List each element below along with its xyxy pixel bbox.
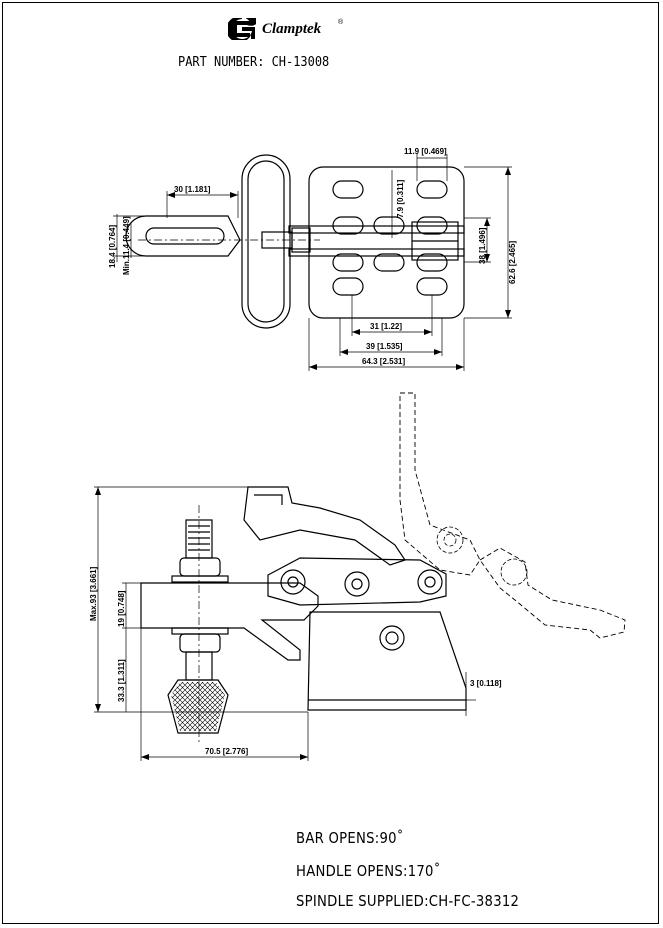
hex-nut-top — [179, 557, 221, 577]
dim-3: 3 [0.118] — [470, 679, 502, 688]
arm-side — [140, 582, 319, 661]
handle-side — [243, 486, 406, 566]
spec-spindle: SPINDLE SUPPLIED:CH-FC-38312 — [296, 892, 520, 910]
hex-nut-bottom — [179, 633, 221, 653]
brand-name: Clamptek — [262, 20, 322, 37]
dim-max-93: Max.93 [3.661] — [89, 566, 98, 621]
dim-33-3: 33.3 [1.311] — [117, 659, 126, 702]
dim-19: 19 [0.748] — [117, 590, 126, 627]
base-plate-top — [308, 166, 465, 319]
dim-64-3: 64.3 [2.531] — [362, 357, 405, 366]
dim-38: 38 [1.496] — [478, 227, 487, 264]
registered-mark: ® — [338, 19, 344, 26]
dim-62-6: 62.6 [2.465] — [508, 241, 517, 284]
part-number-line: PART NUMBER: CH-13008 — [178, 55, 329, 70]
handle-grip-top — [241, 154, 291, 329]
dim-39: 39 [1.535] — [366, 342, 403, 351]
dim-7-9: 7.9 [0.311] — [396, 179, 405, 218]
dim-70-5: 70.5 [2.776] — [205, 747, 248, 756]
dim-11-9: 11.9 [0.469] — [404, 147, 447, 156]
side-view — [140, 392, 626, 745]
dim-31: 31 [1.22] — [370, 322, 402, 331]
dim-18-4: 18.4 [0.764] — [108, 225, 117, 268]
spec-handle-opens: HANDLE OPENS:170˚ — [296, 862, 441, 880]
dim-min-11-4: Min.11.4 [0.449] — [122, 216, 131, 275]
spec-bar-opens: BAR OPENS:90˚ — [296, 829, 404, 847]
brand-header: Clamptek — [228, 18, 321, 40]
dim-30: 30 [1.181] — [174, 185, 211, 194]
bar-u-top — [125, 215, 241, 257]
part-number-label: PART NUMBER: — [178, 55, 265, 70]
clamptek-logo-icon — [228, 18, 256, 40]
part-number-value: CH-13008 — [271, 55, 330, 70]
mounting-slots — [332, 180, 448, 296]
rubber-tip — [167, 679, 229, 734]
top-view — [113, 154, 512, 371]
